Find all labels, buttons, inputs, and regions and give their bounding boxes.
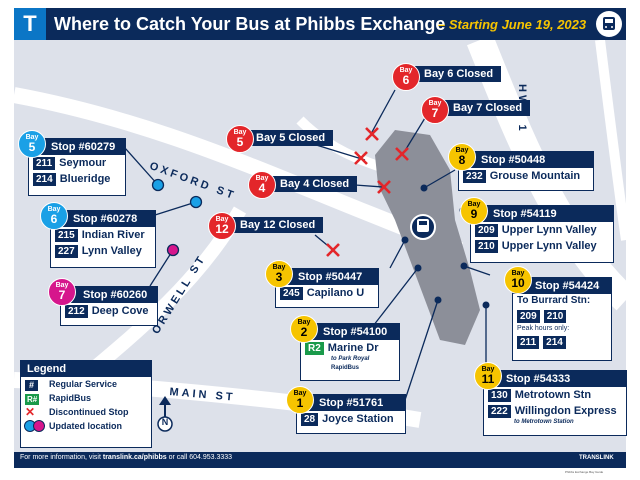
page-title: Where to Catch Your Bus at Phibbs Exchan… xyxy=(54,14,446,34)
road-oxford xyxy=(12,87,463,258)
stop-number: Stop #50448 xyxy=(459,152,593,168)
stop-number: Stop #60278 xyxy=(51,211,155,227)
x-icon-bay12 xyxy=(326,243,340,257)
north-arrow-icon xyxy=(159,396,171,405)
x-icon-bay6 xyxy=(365,127,379,141)
route-via: to Metrotown Station xyxy=(514,419,574,425)
info-link[interactable]: translink.ca/phibbs xyxy=(102,454,167,461)
stop-dot-10 xyxy=(460,262,468,270)
compass-label: N xyxy=(161,417,169,427)
route-via: to Park Royal xyxy=(331,356,370,362)
updated-dot-6 xyxy=(189,195,203,209)
stop-number: Stop #54100 xyxy=(301,324,399,340)
stop-dot-2 xyxy=(414,264,422,272)
translink-wordmark: TRANSLINK xyxy=(579,455,614,461)
stop-number: Stop #54119 xyxy=(471,206,613,222)
stop-number: Stop #54333 xyxy=(484,371,626,387)
updated-dot-5 xyxy=(151,178,165,192)
destination-label: To Burrard Stn: xyxy=(517,295,591,306)
stop-dot-3 xyxy=(401,236,409,244)
x-icon-bay7 xyxy=(395,147,409,161)
x-icon-bay4 xyxy=(377,180,391,194)
fine-print: Phibbs Exchange Bay Guide xyxy=(565,470,604,474)
legend-item-updated: Updated location xyxy=(21,419,151,433)
magenta-dot-icon xyxy=(33,420,45,432)
x-icon: ✕ xyxy=(25,405,36,419)
translink-logo: T xyxy=(14,8,46,40)
stop-number: Stop #51761 xyxy=(297,395,405,411)
peak-label: Peak hours only: xyxy=(517,325,570,332)
stop-number: Stop #60260 xyxy=(61,287,157,303)
discontinued-marks xyxy=(326,127,409,257)
legend: Legend #Regular Service R#RapidBus ✕Disc… xyxy=(20,360,152,448)
closed-label-bay7: Bay 7 Closed xyxy=(437,100,531,116)
legend-item-discontinued: ✕Discontinued Stop xyxy=(25,405,129,419)
header-bar: T Where to Catch Your Bus at Phibbs Exch… xyxy=(14,8,626,40)
legend-item-regular: #Regular Service xyxy=(21,377,151,391)
footer-bar: For more information, visit translink.ca… xyxy=(14,452,626,468)
stop-dot-11 xyxy=(482,301,490,309)
closed-label-bay5: Bay 5 Closed xyxy=(240,130,334,146)
leader-lines xyxy=(124,89,491,401)
footer-info: For more information, visit translink.ca… xyxy=(20,454,233,461)
page-subtitle: – Starting June 19, 2023 xyxy=(438,17,587,32)
stop-number: Stop #50447 xyxy=(276,269,378,285)
legend-title: Legend xyxy=(21,361,151,377)
closed-label-bay12: Bay 12 Closed xyxy=(224,217,324,233)
closed-label-bay4: Bay 4 Closed xyxy=(264,176,358,192)
stop-number: Stop #60279 xyxy=(29,139,125,155)
compass-circle xyxy=(157,416,173,432)
legend-item-rapidbus: R#RapidBus xyxy=(25,393,92,405)
stop-dot-1 xyxy=(434,296,442,304)
route-type: RapidBus xyxy=(331,365,360,371)
closed-label-bay6: Bay 6 Closed xyxy=(408,66,502,82)
x-icon-bay5 xyxy=(354,151,368,165)
road-east xyxy=(595,39,631,241)
bus-icon xyxy=(596,11,622,37)
stop-number: Stop #54424 xyxy=(513,278,611,294)
stop-dots xyxy=(401,184,490,309)
updated-dot-7 xyxy=(166,243,180,257)
stop-dot-8 xyxy=(420,184,428,192)
